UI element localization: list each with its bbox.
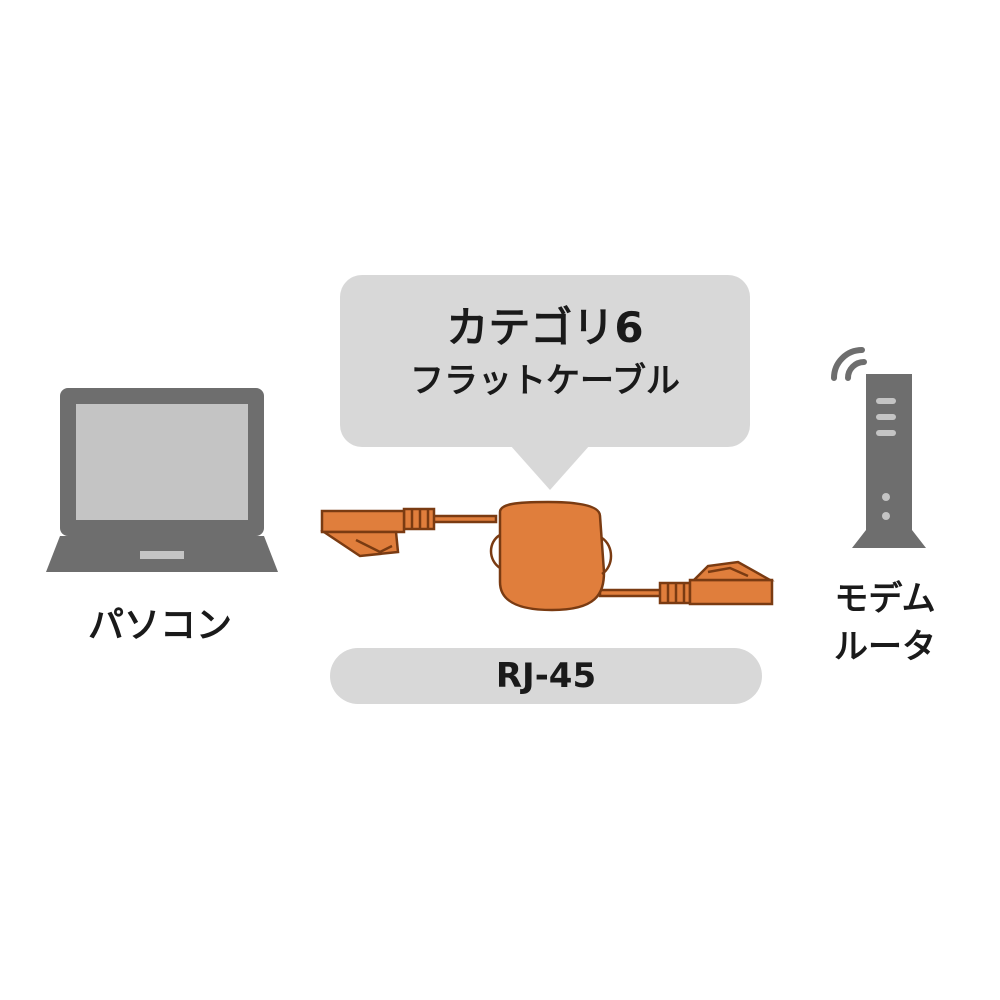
speech-bubble <box>340 275 750 490</box>
connector-label: RJ-45 <box>495 656 597 696</box>
router-label-line2: ルータ <box>834 627 936 667</box>
cable-category-title: カテゴリ6 <box>446 303 644 352</box>
retractable-cable-icon <box>402 500 692 612</box>
laptop-icon <box>46 388 278 572</box>
router-label-line1: モデム <box>834 579 936 619</box>
cable-type-subtitle: フラットケーブル <box>410 361 680 401</box>
router-icon <box>852 374 926 548</box>
rj45-plug-icon <box>319 509 406 558</box>
pc-label: パソコン <box>87 605 232 646</box>
router-label: モデム ルータ <box>800 575 970 671</box>
bubble-caption: カテゴリ6 フラットケーブル <box>340 300 750 406</box>
wifi-signal-icon <box>831 347 867 381</box>
connector-label-pill <box>330 648 762 704</box>
rj45-plug-icon <box>688 560 775 606</box>
